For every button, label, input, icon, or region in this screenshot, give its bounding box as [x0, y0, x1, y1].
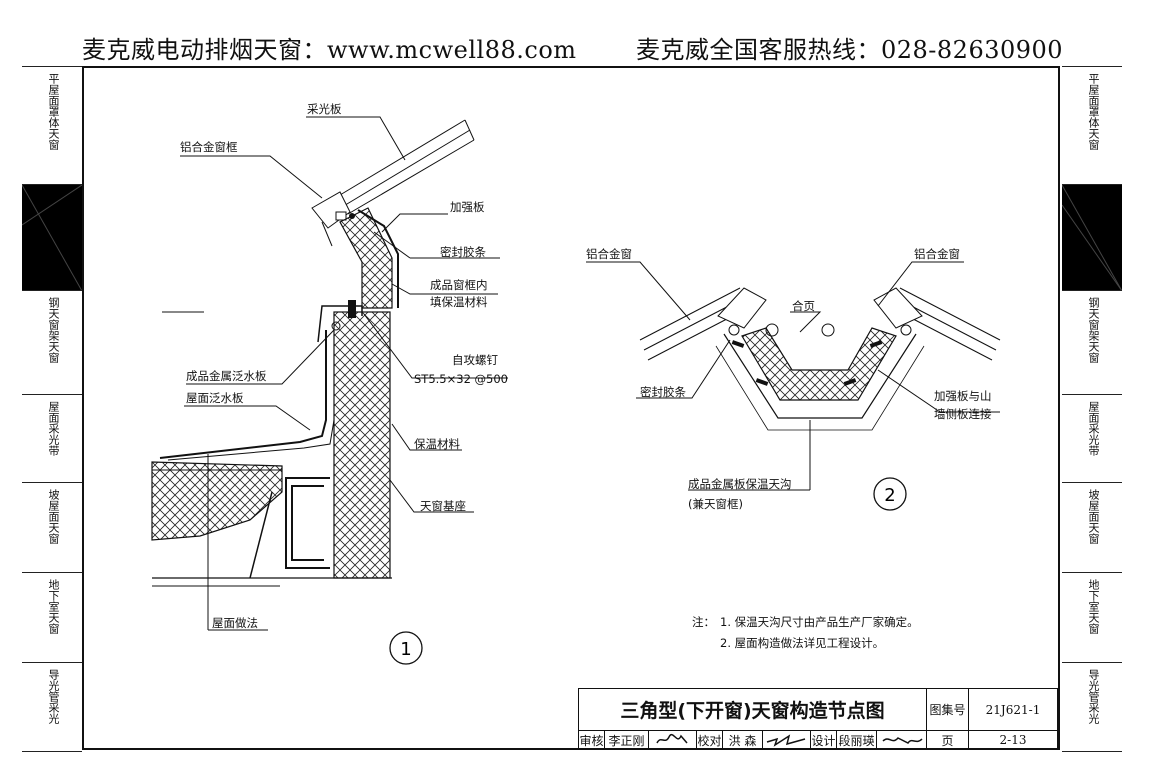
steel-channel — [285, 477, 330, 569]
label-base: 天窗基座 — [420, 499, 466, 513]
label-reinforce: 加强板 — [450, 200, 485, 214]
checker-name: 洪 森 — [723, 731, 763, 749]
detail-2-marker — [873, 477, 907, 511]
reviewer-name: 李正刚 — [605, 731, 649, 749]
side-tab-right-4[interactable]: 坡屋面天窗 — [1062, 482, 1122, 573]
designer-signature — [877, 731, 927, 749]
frame-insulation — [339, 207, 393, 309]
signature-scribble — [881, 737, 923, 744]
label-reinforce-2: 墙侧板连接 — [934, 407, 992, 421]
reinforce-plate — [357, 209, 399, 308]
side-tab-right-6[interactable]: 导光管采光 — [1062, 662, 1122, 752]
design-label: 设计 — [811, 731, 837, 749]
designer-name: 段丽瑛 — [837, 731, 877, 749]
label-metal-flashing: 成品金属泛水板 — [186, 369, 267, 383]
side-tab-left-4[interactable]: 坡屋面天窗 — [22, 482, 82, 573]
side-tab-left-2[interactable]: 钢天窗架天窗 — [22, 290, 82, 395]
label-reinforce-1: 加强板与山 — [934, 389, 992, 403]
title-block: 三角型(下开窗)天窗构造节点图 图集号 21J621-1 审核 李正刚 校对 洪… — [578, 688, 1058, 749]
label-seal-2: 密封胶条 — [640, 385, 686, 399]
screw-marks — [331, 213, 356, 331]
side-tab-right-2[interactable]: 钢天窗架天窗 — [1062, 290, 1122, 395]
label-screw-2: ST5.5×32 @500 — [414, 372, 508, 386]
side-tab-right-0[interactable]: 平屋面罩体天窗 — [1062, 66, 1122, 185]
check-label: 校对 — [697, 731, 723, 749]
label-al-window-left: 铝合金窗 — [586, 247, 632, 261]
atlas-number: 21J621-1 — [969, 689, 1057, 731]
drawing-title: 三角型(下开窗)天窗构造节点图 — [579, 689, 927, 731]
al-frame-shape — [311, 191, 351, 247]
notes: 注： 1. 保温天沟尺寸由产品生产厂家确定。 2. 屋面构造做法详见工程设计。 — [692, 615, 919, 650]
signature-scribble — [766, 734, 805, 747]
label-frame-fill-1: 成品窗框内 — [430, 278, 488, 292]
detail-2: 铝合金窗 铝合金窗 合页 密封胶条 加强板与山 墙侧板连接 成品金属板保温天沟 … — [586, 247, 1001, 511]
label-frame-fill-2: 填保温材料 — [430, 295, 488, 309]
label-al-frame: 铝合金窗框 — [180, 140, 238, 154]
side-tab-right-1[interactable] — [1061, 184, 1123, 292]
gutter-insulation — [741, 327, 897, 401]
header-hotline: 麦克威全国客服热线：028-82630900 — [636, 36, 1064, 64]
label-gutter-1: 成品金属板保温天沟 — [688, 477, 792, 491]
label-seal: 密封胶条 — [440, 245, 486, 259]
drawing-frame — [82, 66, 1060, 750]
detail-1-number: 1 — [400, 639, 411, 660]
note-1: 1. 保温天沟尺寸由产品生产厂家确定。 — [720, 615, 919, 629]
tab-active-mark — [1061, 184, 1123, 292]
side-tab-left-3[interactable]: 屋面采光带 — [22, 394, 82, 483]
side-tab-left-6[interactable]: 导光管采光 — [22, 662, 82, 752]
detail-1: 采光板 铝合金窗框 加强板 密封胶条 成品窗框内 填保温材料 自攻螺钉 ST5.… — [151, 102, 508, 665]
tab-active-mark — [21, 184, 83, 292]
label-roof-method: 屋面做法 — [212, 616, 258, 630]
metal-flashing-shape — [317, 305, 363, 343]
side-tab-right-5[interactable]: 地下室天窗 — [1062, 572, 1122, 663]
header-website: 麦克威电动排烟天窗：www.mcwell88.com — [82, 36, 577, 64]
note-2: 2. 屋面构造做法详见工程设计。 — [720, 636, 884, 650]
review-label: 审核 — [579, 731, 605, 749]
detail-1-marker — [389, 631, 423, 665]
side-tab-left-0[interactable]: 平屋面罩体天窗 — [22, 66, 82, 185]
signature-scribble — [655, 733, 688, 744]
label-al-window-right: 铝合金窗 — [914, 247, 960, 261]
label-insulation: 保温材料 — [414, 437, 460, 451]
label-gutter-2: (兼天窗框) — [688, 497, 743, 511]
label-screw-1: 自攻螺钉 — [452, 353, 498, 367]
side-tab-left-1[interactable] — [21, 184, 83, 292]
notes-title: 注： — [692, 615, 715, 629]
label-hinge: 合页 — [792, 299, 815, 313]
roof-flashing-shape — [159, 330, 327, 459]
base-insulation — [333, 311, 391, 579]
page-label: 页 — [927, 731, 969, 749]
reviewer-signature — [649, 731, 697, 749]
label-roof-flashing: 屋面泛水板 — [186, 391, 244, 405]
side-tab-right-3[interactable]: 屋面采光带 — [1062, 394, 1122, 483]
roof-slab — [151, 461, 283, 541]
lighting-panel-shape — [334, 119, 475, 215]
detail-2-number: 2 — [884, 485, 895, 506]
checker-signature — [763, 731, 811, 749]
label-lighting-panel: 采光板 — [307, 102, 342, 116]
side-tab-left-5[interactable]: 地下室天窗 — [22, 572, 82, 663]
atlas-label: 图集号 — [927, 689, 969, 731]
page-number: 2-13 — [999, 733, 1027, 747]
